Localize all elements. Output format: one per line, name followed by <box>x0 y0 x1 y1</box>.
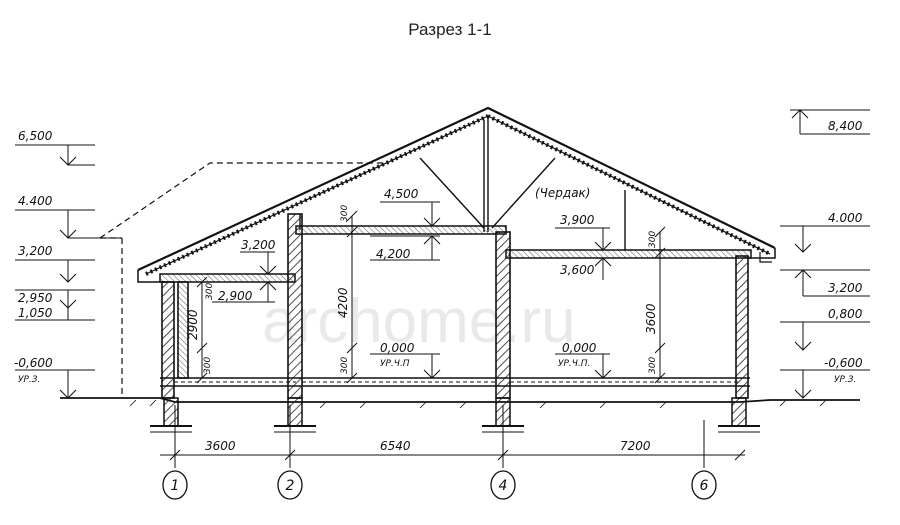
inner-level-3900: 3,900 <box>560 213 595 227</box>
axis-bubble-6: 6 <box>691 470 717 500</box>
roof-truss <box>299 116 626 250</box>
inner-level-0000-left: 0,000 <box>380 341 415 355</box>
walls <box>161 213 749 399</box>
vdim-300-bottom-mid: 300 <box>340 357 350 374</box>
vdim-4200: 4200 <box>336 287 350 318</box>
right-ground-note: УР.З. <box>834 375 856 385</box>
axis-bubble-4: 4 <box>490 470 516 500</box>
left-level-1050: 1,050 <box>18 306 53 320</box>
left-level-6500: 6,500 <box>18 129 53 143</box>
right-level-0800: 0,800 <box>828 307 863 321</box>
vdim-2900: 2900 <box>186 309 200 340</box>
left-level-minus-0600: -0,600 <box>14 356 53 370</box>
vdim-300-top-mid: 300 <box>340 205 350 222</box>
axis-bubble-2: 2 <box>277 470 303 500</box>
axis-lines <box>174 405 705 468</box>
left-level-4400: 4.400 <box>18 194 53 208</box>
axis-label-4: 4 <box>499 478 508 494</box>
dim-3600: 3600 <box>205 439 236 453</box>
horizontal-dimension-line <box>160 449 746 461</box>
right-level-3200: 3,200 <box>828 281 863 295</box>
floor-note-right: УР.Ч.П. <box>558 359 590 369</box>
right-level-8400: 8,400 <box>828 119 863 133</box>
floor-note-left: УР.Ч.П <box>380 359 410 369</box>
vdim-3600: 3600 <box>644 303 658 334</box>
inner-level-marks <box>212 201 612 379</box>
left-ground-note: УР.З. <box>18 375 40 385</box>
drawing-title: Разрез 1-1 <box>408 20 492 39</box>
axis-label-6: 6 <box>700 478 709 494</box>
foundations <box>150 397 760 433</box>
axis-label-1: 1 <box>171 478 180 494</box>
vertical-dimension-lines <box>196 210 666 384</box>
inner-level-3200: 3,200 <box>241 238 276 252</box>
vdim-300-bottom-right: 300 <box>648 357 658 374</box>
ceiling-slabs <box>159 225 752 283</box>
left-level-2950: 2,950 <box>18 291 53 305</box>
floor-slabs <box>160 377 750 387</box>
right-level-4000: 4.000 <box>828 211 863 225</box>
dim-7200: 7200 <box>620 439 651 453</box>
vdim-300-left-top: 300 <box>205 283 215 300</box>
vdim-300-top-right: 300 <box>648 231 658 248</box>
attic-label: (Чердак) <box>535 186 591 200</box>
left-level-3200: 3,200 <box>18 244 53 258</box>
inner-level-4200: 4,200 <box>376 247 411 261</box>
vdim-300-left-bottom: 300 <box>203 357 213 374</box>
right-level-minus-0600: -0,600 <box>824 356 863 370</box>
inner-level-3600: 3,600 <box>560 263 595 277</box>
axis-bubble-1: 1 <box>162 470 188 500</box>
inner-level-0000-right: 0,000 <box>562 341 597 355</box>
inner-level-4500: 4,500 <box>384 187 419 201</box>
right-level-marks <box>780 109 870 399</box>
left-level-marks <box>15 144 122 399</box>
watermark: archome.ru <box>262 287 576 356</box>
dim-6540: 6540 <box>380 439 411 453</box>
axis-label-2: 2 <box>286 478 295 494</box>
inner-level-2900: 2,900 <box>218 289 253 303</box>
